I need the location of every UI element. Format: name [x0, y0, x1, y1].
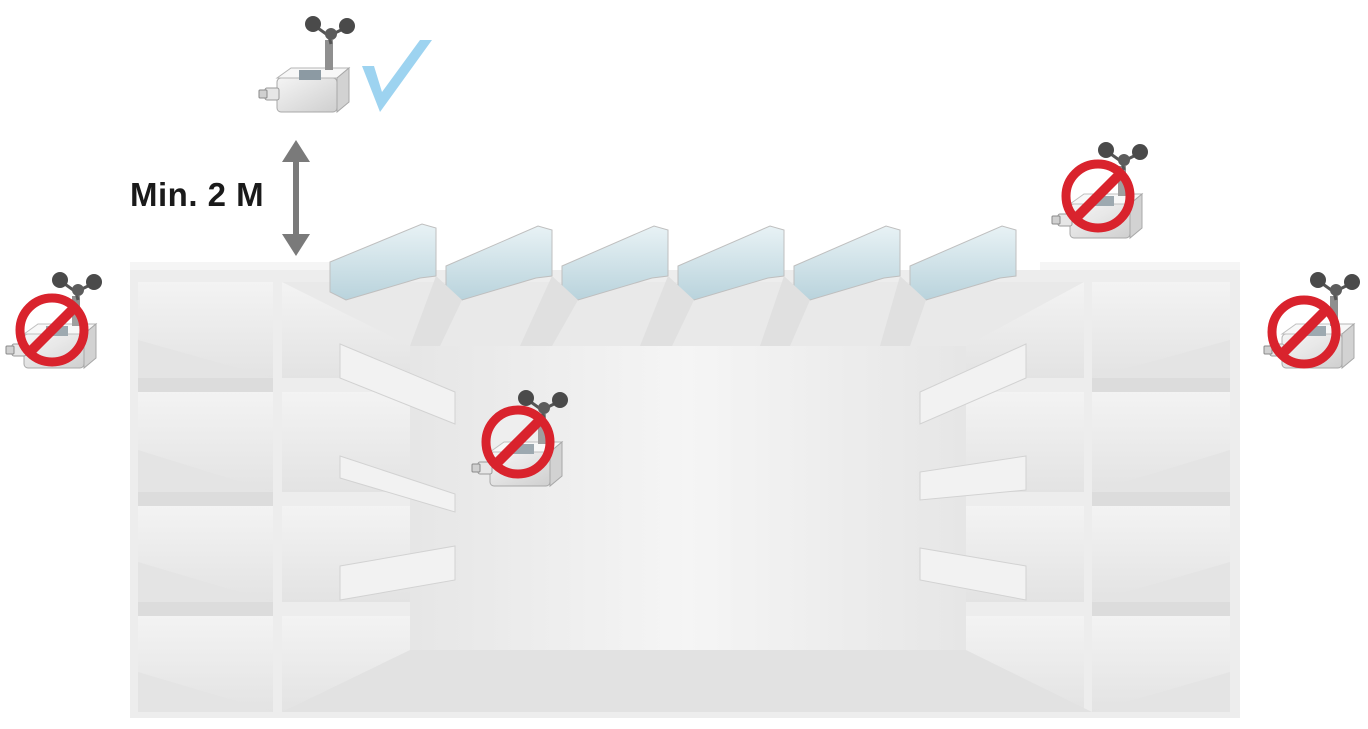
- arrow-up-head: [282, 140, 310, 162]
- sensor-left-outside: [6, 272, 102, 368]
- sawtooth-skylights: [330, 224, 1016, 346]
- sensor-roof-above: [259, 16, 355, 112]
- prohibited-sign-icon: [20, 298, 84, 362]
- sensor-right-outside: [1264, 272, 1360, 368]
- sensor-roof-edge-right: [1052, 142, 1148, 238]
- min-height-label: Min. 2 M: [130, 176, 264, 214]
- prohibited-sign-icon: [1272, 300, 1336, 364]
- prohibited-sign-icon: [1066, 164, 1130, 228]
- building: [130, 224, 1240, 718]
- anemometer-sensor-icon: [259, 16, 355, 112]
- arrow-down-head: [282, 234, 310, 256]
- checkmark-icon: [362, 40, 432, 112]
- prohibited-sign-icon: [486, 410, 550, 474]
- height-arrow: [282, 140, 310, 256]
